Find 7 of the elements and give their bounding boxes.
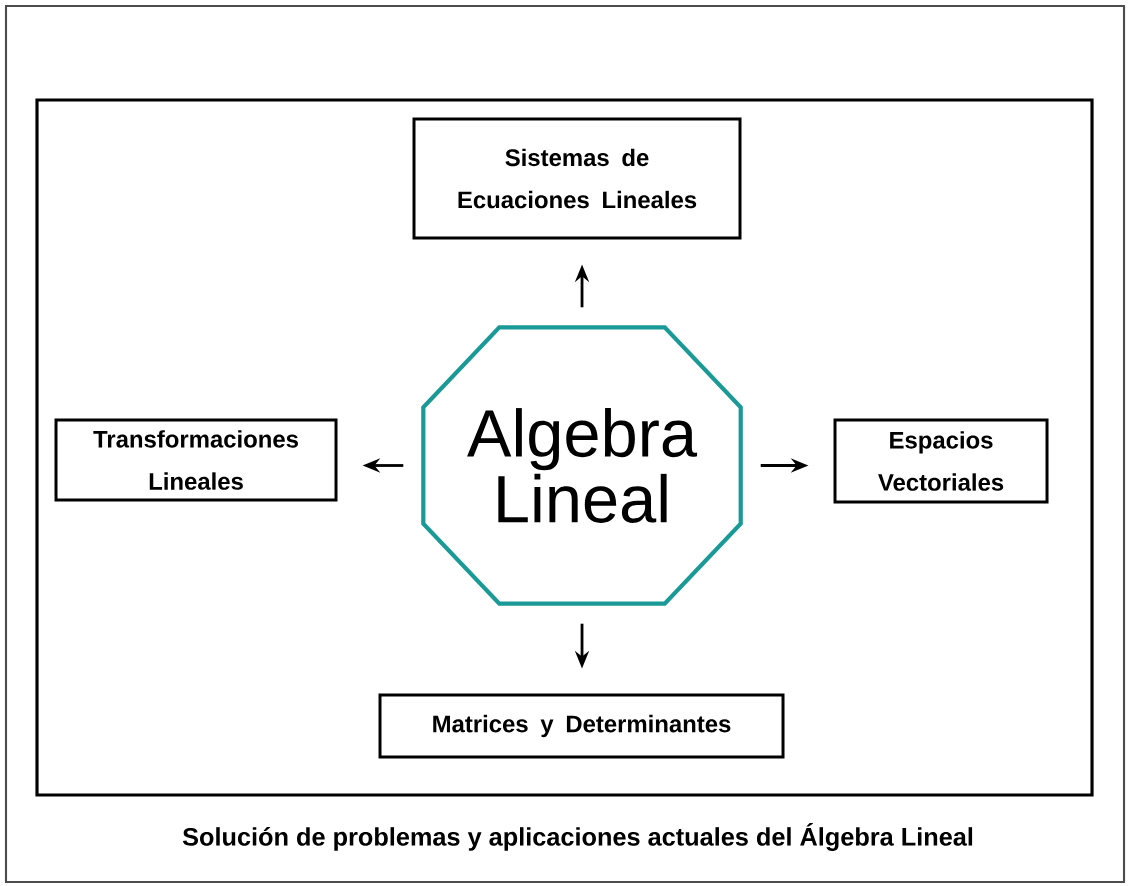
topic-box: Transformaciones Lineales — [54, 418, 338, 502]
topic-box: Matrices y Determinantes — [378, 693, 785, 759]
octagon-node: Algebra Lineal — [421, 325, 743, 606]
topic-box: Espacios Vectoriales — [833, 418, 1049, 504]
topic-box: Sistemas de Ecuaciones Lineales — [412, 117, 742, 240]
diagram-frame — [35, 98, 1094, 797]
caption: Solución de problemas y aplicaciones actuales del Álgebra Lineal — [182, 823, 973, 851]
